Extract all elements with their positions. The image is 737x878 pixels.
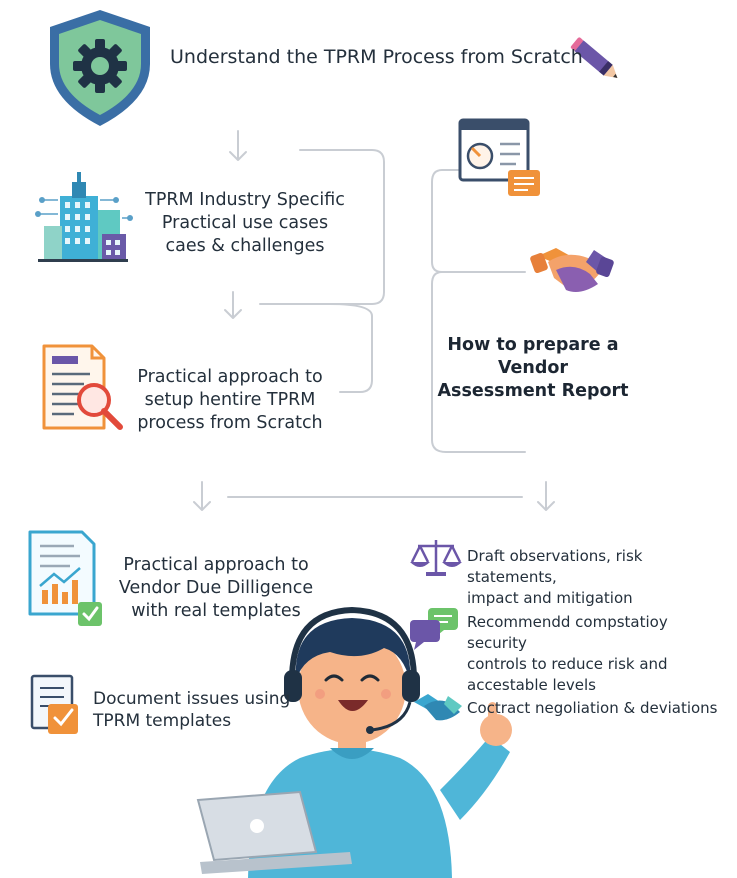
connector-right-mid xyxy=(431,271,526,453)
node-line: Assessment Report xyxy=(437,381,629,402)
connector-left-top xyxy=(259,149,385,305)
node-line: Vendor xyxy=(497,358,569,379)
node-recommend-controls: Recommendd compstatioy security controls… xyxy=(467,612,729,696)
node-assessment-report: How to prepare a Vendor Assessment Repor… xyxy=(436,334,630,403)
connector-left-mid xyxy=(329,303,373,393)
node-line: controls to reduce risk and xyxy=(467,655,668,673)
node-line: Practical approach to xyxy=(137,367,323,387)
node-line: Document issues using xyxy=(93,689,291,709)
node-line: Practical approach to xyxy=(123,555,309,575)
node-line: TPRM templates xyxy=(93,711,232,732)
arrow-1 xyxy=(229,130,247,161)
node-line: How to prepare a xyxy=(447,335,619,355)
node-line: process from Scratch xyxy=(137,413,323,434)
node-line: with real templates xyxy=(131,601,301,622)
node-line: TPRM Industry Specific xyxy=(145,190,345,210)
node-line: caes & challenges xyxy=(165,236,325,257)
arrow-3 xyxy=(193,481,211,511)
node-line: Coctract negoliation & deviations xyxy=(467,699,718,717)
node-due-diligence: Practical approach to Vendor Due Dillige… xyxy=(102,554,330,623)
node-line: accestable levels xyxy=(467,676,596,694)
node-line: impact and mitigation xyxy=(467,589,633,607)
node-setup-process: Practical approach to setup hentire TPRM… xyxy=(120,366,340,435)
arrow-4 xyxy=(537,481,555,511)
node-industry-use-cases: TPRM Industry Specific Practical use cas… xyxy=(128,189,362,258)
page-title: Understand the TPRM Process from Scratch xyxy=(170,46,583,68)
node-line: setup hentire TPRM xyxy=(144,390,316,411)
node-line: Draft observations, risk statements, xyxy=(467,547,643,586)
node-draft-observations: Draft observations, risk statements, imp… xyxy=(467,546,729,609)
node-line: Practical use cases xyxy=(161,213,329,234)
arrow-2 xyxy=(224,291,242,319)
node-document-issues: Document issues using TPRM templates xyxy=(93,688,293,733)
node-line: Vendor Due Dilligence xyxy=(118,578,314,599)
node-contract-negotiation: Coctract negoliation & deviations xyxy=(467,698,729,719)
node-line: Recommendd compstatioy security xyxy=(467,613,668,652)
connector-right-top xyxy=(431,169,526,273)
